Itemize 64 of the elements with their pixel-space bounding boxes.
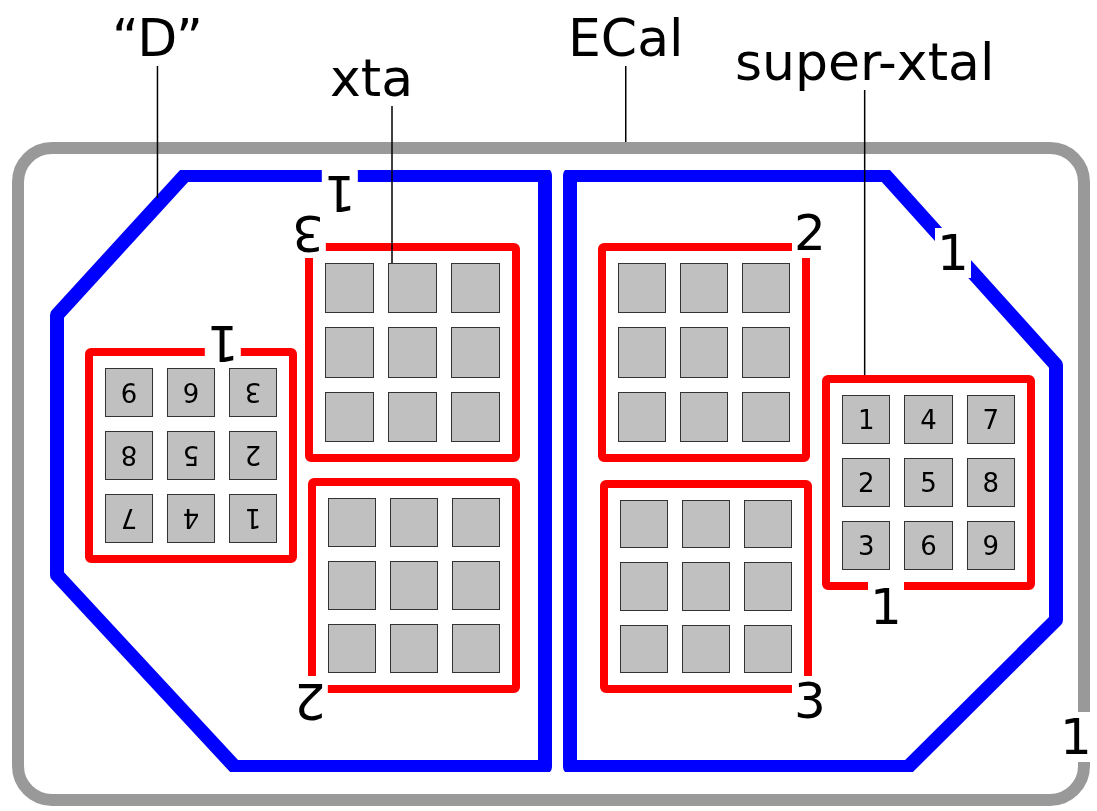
crystal-cell: 1 xyxy=(229,494,277,543)
crystal-cell: 1 xyxy=(842,395,891,444)
crystal-cell xyxy=(325,327,374,378)
crystal-cell: 4 xyxy=(904,395,953,444)
crystal-cell xyxy=(390,498,438,547)
crystal-cell xyxy=(682,562,730,611)
crystal-cell xyxy=(325,263,374,314)
callout-label: xta xyxy=(330,52,414,104)
crystal-cell xyxy=(452,498,500,547)
crystal-cell: 5 xyxy=(167,431,215,480)
crystal-cell xyxy=(744,500,792,549)
crystal-cell xyxy=(618,327,666,378)
crystal-cell xyxy=(328,498,376,547)
crystal-cell xyxy=(388,327,437,378)
crystal-cell xyxy=(680,263,728,314)
crystal-cell xyxy=(618,263,666,314)
crystal-cell xyxy=(682,500,730,549)
crystal-cell xyxy=(742,263,790,314)
leader-line xyxy=(625,65,627,143)
crystal-cell: 2 xyxy=(229,431,277,480)
callout-label: “D” xyxy=(112,12,203,64)
crystal-cell: 7 xyxy=(966,395,1015,444)
crystal-cell xyxy=(620,500,668,549)
crystal-cell xyxy=(388,263,437,314)
crystal-cell: 3 xyxy=(229,368,277,417)
crystal-cell xyxy=(742,327,790,378)
leader-line xyxy=(156,65,159,199)
crystal-cell: 8 xyxy=(966,458,1015,507)
callout-label: ECal xyxy=(568,12,684,64)
crystal-cell: 9 xyxy=(966,521,1015,570)
crystal-cell xyxy=(744,624,792,673)
crystal-cell xyxy=(451,263,500,314)
crystal-cell xyxy=(328,561,376,610)
crystal-cell: 6 xyxy=(904,521,953,570)
crystal-cell: 4 xyxy=(167,494,215,543)
crystal-cell: 7 xyxy=(105,494,153,543)
crystal-cell: 9 xyxy=(105,368,153,417)
leader-line xyxy=(391,105,393,264)
crystal-cell xyxy=(328,624,376,673)
crystal-cell: 3 xyxy=(842,521,891,570)
crystal-cell xyxy=(680,391,728,442)
number-label: 1 xyxy=(935,228,971,278)
crystal-cell xyxy=(452,561,500,610)
crystal-cell xyxy=(680,327,728,378)
crystal-cell xyxy=(451,327,500,378)
crystal-cell xyxy=(388,391,437,442)
supercrystal-frame xyxy=(822,375,1035,590)
crystal-cell xyxy=(390,561,438,610)
crystal-cell xyxy=(618,391,666,442)
crystal-cell xyxy=(390,624,438,673)
crystal-cell: 8 xyxy=(105,431,153,480)
crystal-cell xyxy=(452,624,500,673)
crystal-cell: 2 xyxy=(842,458,891,507)
crystal-cell: 6 xyxy=(167,368,215,417)
crystal-cell xyxy=(742,391,790,442)
crystal-cell xyxy=(682,624,730,673)
crystal-cell xyxy=(620,562,668,611)
calorimeter-outline xyxy=(12,142,1090,806)
crystal-cell: 5 xyxy=(904,458,953,507)
crystal-cell xyxy=(451,391,500,442)
crystal-cell xyxy=(325,391,374,442)
leader-line xyxy=(863,89,866,376)
crystal-cell xyxy=(744,562,792,611)
crystal-cell xyxy=(620,624,668,673)
